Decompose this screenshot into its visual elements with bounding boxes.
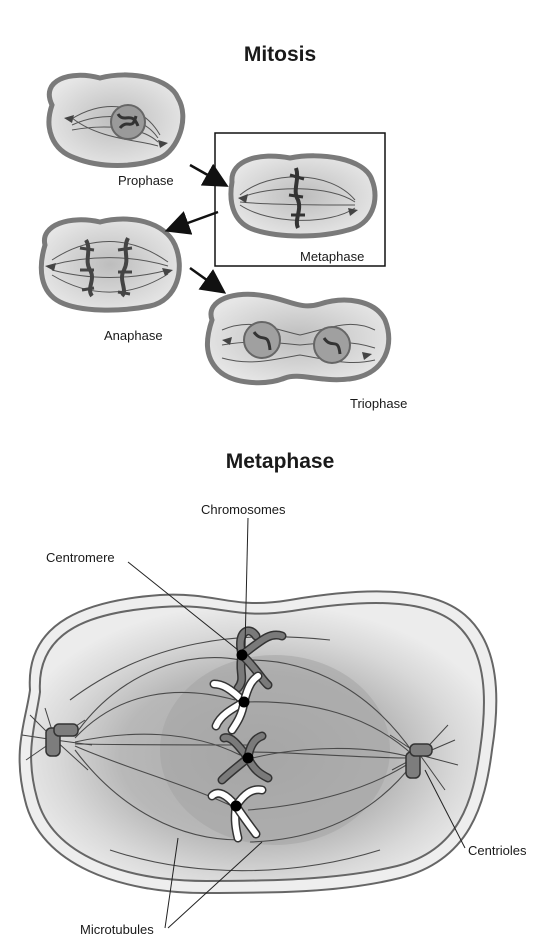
centromere-dot [242,752,254,764]
centrioles-label: Centrioles [468,843,527,858]
prophase-cell [46,72,186,168]
metaphase-cell-large [18,590,498,895]
telophase-label: Triophase [350,396,408,411]
stage-arrows [164,163,229,294]
centromere-dot [238,696,250,708]
centromere-dot [236,649,248,661]
prophase-label: Prophase [118,173,174,188]
mitosis-title: Mitosis [243,43,317,66]
metaphase-title: Metaphase [225,450,335,473]
anaphase-label: Anaphase [104,328,163,343]
chromosomes-label: Chromosomes [201,502,286,517]
centriole-right [405,743,433,779]
metaphase-stage-label: Metaphase [300,249,365,264]
metaphase-highlight-box [214,132,386,267]
metaphase-cell-small [228,153,378,239]
anaphase-cell [38,216,182,313]
leader-lines [127,517,466,929]
centromere-label: Centromere [46,550,115,565]
centromere-dot [230,800,242,812]
telophase-cell [205,291,392,386]
microtubules-label: Microtubules [80,922,154,937]
centriole-left [45,723,79,757]
